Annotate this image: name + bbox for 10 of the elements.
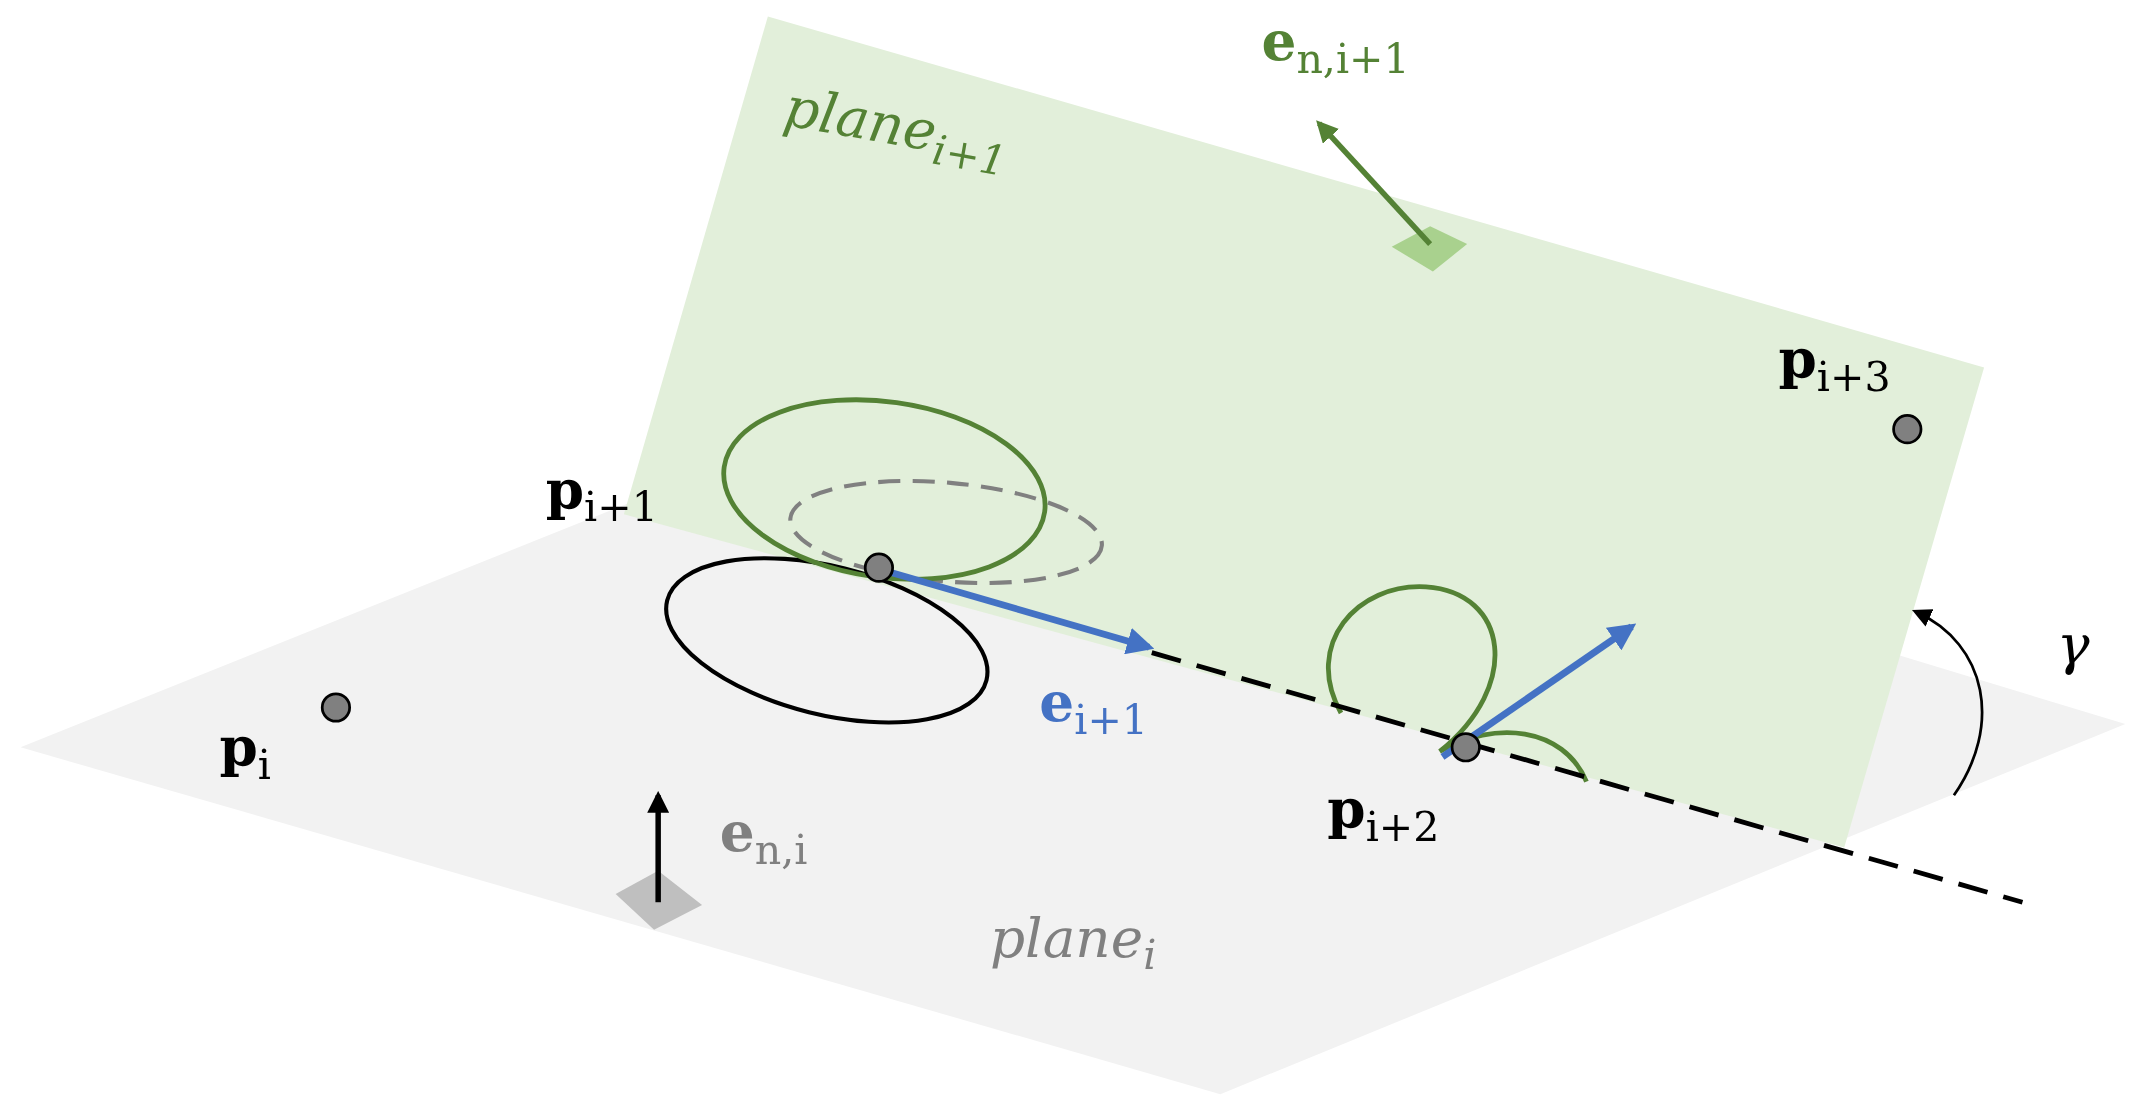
- point-label: p$_{i+2}$: [1327, 778, 1440, 849]
- vector-label: e$_{i+1}$: [1039, 671, 1149, 742]
- point-label: p$_{i}$: [219, 717, 271, 788]
- point-label: p$_{i+1}$: [545, 459, 658, 530]
- plane-label: plane$_{i}$: [990, 907, 1157, 978]
- angle-label: γ: [2056, 614, 2090, 675]
- vector-label: e$_{n,i}$: [719, 802, 808, 873]
- point-label: p$_{i+3}$: [1778, 329, 1891, 399]
- plane-label: plane$_{i+1}$: [778, 75, 1011, 185]
- vector-label: e$_{n,i+1}$: [1261, 10, 1410, 81]
